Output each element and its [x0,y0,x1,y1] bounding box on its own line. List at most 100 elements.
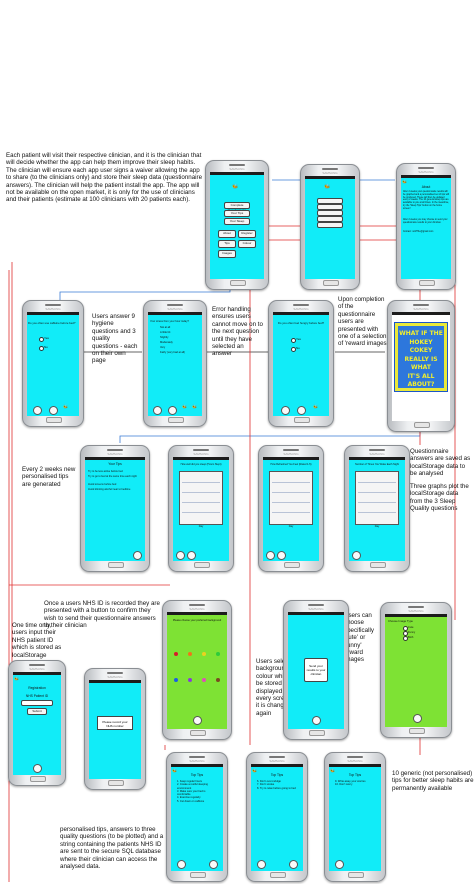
images-both-radio[interactable] [403,636,408,641]
q1-back-button[interactable] [33,406,42,415]
about-screen: 🐝 About After 2 weeks your questionnaire… [401,175,451,279]
colour-blue-option[interactable] [174,678,178,682]
q2-option-1[interactable]: Not at all [160,326,171,329]
tip-line-1: Try to be less active before bed [88,470,123,473]
colour-back-button[interactable] [193,716,202,725]
home-register-button[interactable]: Register [238,230,256,238]
q2-option-5[interactable]: Very [160,346,166,349]
graph-2-back-button[interactable] [266,551,275,560]
home-images-button[interactable]: Images [218,250,236,258]
menu-btn-5[interactable] [317,222,343,228]
your-tips-title: Your Tips [108,462,122,466]
colour-orange-option[interactable] [188,652,192,656]
register-id-input[interactable] [21,700,53,706]
about-body2: After 2 weeks you may choose to send you… [403,219,448,224]
q2-option-3[interactable]: Slightly [160,336,169,339]
q3-next-button[interactable] [297,406,306,415]
menu-btn-1[interactable] [317,198,343,204]
bee-icon: 🐝 [63,404,68,409]
home-complete-button[interactable]: Complete Questionnaire [224,202,250,212]
confirm-send-button[interactable]: Send your results to your clinician [304,658,328,682]
sleep-tips-2-next-button[interactable] [289,860,298,869]
graph-2-plot [269,471,313,525]
bee-logo-icon: 🐝 [324,184,331,190]
graph-2-screen: How Refreshed You Feel (Rated 1-5) Day [263,457,319,561]
sleep-tips-2-screen: 🐝 Top Tips 6. Don't over-indulge 7. Don'… [251,764,303,871]
sleep-tips-1-next-button[interactable] [209,860,218,869]
menu-screen: 🐝 [305,176,355,279]
q1-no-radio[interactable] [39,346,44,351]
note-intro: Each patient will visit their respective… [6,152,203,204]
q3-yes-label: Yes [296,337,301,341]
menu-btn-4[interactable] [317,216,343,222]
home-tips-button[interactable]: Tips [218,240,236,248]
bee-logo-icon: 🐝 [252,768,257,773]
bee-logo-icon: 🐝 [330,768,335,773]
q3-back-button[interactable] [281,406,290,415]
bee-logo-icon: 🐝 [402,179,407,184]
phone-question-2: SAMSUNG Your stress from your hour today… [143,300,207,427]
colour-pink-option[interactable] [202,678,206,682]
phone-sleep-tips-1: SAMSUNG 🐝 Top Tips 1. Keep regular hours… [166,752,228,882]
confirm-back-button[interactable] [312,716,321,725]
graph-2-next-button[interactable] [277,551,286,560]
images-funny-radio[interactable] [403,631,408,636]
home-your-sleep-button[interactable]: Your Sleep [224,218,250,225]
graph-1-back-button[interactable] [176,551,185,560]
sleep-tips-1-screen: 🐝 Top Tips 1. Keep regular hours 2. Crea… [171,764,223,871]
home-your-tips-button[interactable]: Your Tips [224,210,250,217]
sleep-tips-1-title: Top Tips [190,773,204,777]
graph-1-screen: How well did you sleep (Hours Slept) Day [173,457,229,561]
q2-back-button[interactable] [153,406,162,415]
q2-option-2[interactable]: A little bit [160,331,171,334]
graph-1-next-button[interactable] [187,551,196,560]
q2-option-6[interactable]: Fairly (very bad at all) [160,351,185,354]
colour-green-option[interactable] [216,652,220,656]
note-questions: Users answer 9 hygiene questions and 3 q… [92,313,138,365]
home-screen: 🐝 Complete Questionnaire Your Tips Your … [210,172,264,279]
images-cute-label: Cute [408,626,414,629]
phone-about: SAMSUNG 🐝 About After 2 weeks your quest… [396,163,456,290]
sleep-tips-2-title: Top Tips [270,773,284,777]
phone-question-3: SAMSUNG Do you often feel hungry before … [268,300,334,427]
home-about-button[interactable]: About [218,230,236,238]
q2-option-4[interactable]: Moderately [160,341,173,344]
q3-yes-radio[interactable] [291,338,296,343]
menu-btn-2[interactable] [317,204,343,210]
colour-purple-option[interactable] [188,678,192,682]
colour-prompt: Please choose your preferred background [172,619,222,622]
question-1-text: Do you often use caffeine before bed? [28,321,76,325]
note-background: Users select a background colour which w… [256,658,305,717]
q1-next-button[interactable] [49,406,58,415]
images-cute-radio[interactable] [403,626,408,631]
colour-yellow-option[interactable] [202,652,206,656]
about-contact: Contact: notifThe@gmail.com [403,231,434,233]
images-back-button[interactable] [413,714,422,723]
note-sql: personalised tips, answers to three qual… [60,826,164,871]
q2-next-button[interactable] [168,406,177,415]
sleep-tips-1-back-button[interactable] [177,860,186,869]
graph-1-xlabel: Day [198,525,204,528]
menu-btn-3[interactable] [317,210,343,216]
colour-red-option[interactable] [174,652,178,656]
register-title: Registration [28,686,46,690]
register-submit-button[interactable]: Submit [27,708,47,715]
home-colour-button[interactable]: Colour [238,240,256,248]
graph-1-title: How well did you sleep (Hours Slept) [180,463,222,466]
connector-home-questions [59,290,231,300]
q3-no-radio[interactable] [291,347,296,352]
tip-line-2: Try to go to bed at the same time each n… [88,475,137,478]
graph-3-back-button[interactable] [352,551,361,560]
question-2-title: Your stress from your hour today? [150,320,189,323]
sleep-tips-2-back-button[interactable] [257,860,266,869]
bee-logo-icon: 🐝 [14,676,19,681]
register-screen: 🐝 Registration NHS Patient ID Submit [13,672,61,775]
phone-home: SAMSUNG 🐝 Complete Questionnaire Your Ti… [205,160,269,290]
q3-no-label: No [296,346,300,350]
colour-brown-option[interactable] [216,678,220,682]
tips-back-button[interactable] [133,551,142,560]
sleep-tips-3-back-button[interactable] [335,860,344,869]
register-back-button[interactable] [33,764,42,773]
register-confirm-dialog: Please record your NHS number [97,716,133,730]
q1-yes-radio[interactable] [39,337,44,342]
